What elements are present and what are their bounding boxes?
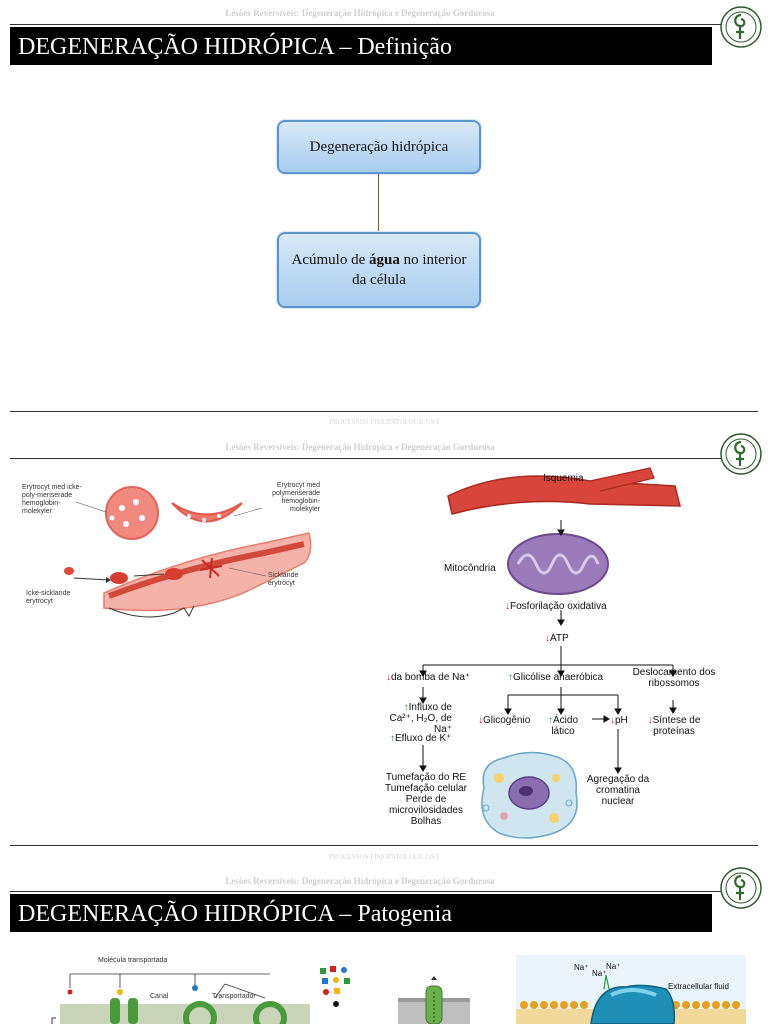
- slide-footer: PROCESSOS FISIOPATOLOGICOS I: [329, 853, 439, 861]
- label-extracellular: Extracellular fluid: [668, 982, 729, 991]
- label-molecula: Molécula transportada: [98, 957, 168, 964]
- label-sintese: ↓Síntese de proteínas: [647, 715, 701, 737]
- university-seal-icon: [720, 867, 762, 909]
- text-glicogenio: Glicogênio: [483, 715, 531, 726]
- text-bomba: da bomba de Na⁺: [391, 672, 471, 683]
- concept-box-top: Degeneração hidrópica: [277, 120, 481, 174]
- label-canal: Canal: [150, 993, 169, 1000]
- slide-header: Lesões Reversíveis: Degeneração Hidrópic…: [225, 8, 495, 18]
- label-bomba: ↓da bomba de Na⁺: [386, 672, 471, 683]
- label-glicolise: ↑Glicólise anaeróbica: [508, 672, 604, 683]
- label-fosforilacao: ↓Fosforilação oxidativa: [505, 601, 607, 612]
- label-glicogenio: ↓Glicogênio: [478, 715, 531, 726]
- ischemia-flow-illustration: [447, 467, 681, 595]
- concept-box-bottom-label: Acúmulo de água no interior da célula: [289, 250, 469, 290]
- label-non-sickling: Icke-sicklande erytrocyt: [26, 590, 71, 605]
- flow-connectors: [419, 520, 677, 774]
- text-influxo: Influxo de Ca²⁺, H₂O, de Na⁺: [389, 702, 452, 735]
- molecules-cluster-icon: [320, 966, 350, 1007]
- slide-footer: PROCESSOS FISIOPATOLOGICOS I: [329, 418, 439, 426]
- label-na-3: Na⁺: [606, 962, 621, 971]
- label-agregacao: Agregação da cromatina nuclear: [586, 774, 650, 807]
- label-sickling: Sicklande erytrocyt: [268, 572, 299, 587]
- text-sintese: Síntese de proteínas: [652, 715, 701, 737]
- text-atp: ATP: [550, 633, 569, 644]
- label-non-polymerized: Erytrocyt med icke-poly-meriserade hemog…: [22, 484, 82, 515]
- label-acido: ↑Ácido lático: [547, 715, 578, 737]
- channel-protein-figure: [398, 976, 470, 1024]
- sickle-cell-illustration: [64, 486, 312, 618]
- text-fosforilacao: Fosforilação oxidativa: [510, 601, 607, 612]
- label-na-1: Na⁺: [574, 963, 589, 972]
- sodium-pump-figure: [516, 955, 746, 1024]
- swollen-cell-illustration: [481, 751, 578, 839]
- slide-header: Lesões Reversíveis: Degeneração Hidrópic…: [225, 442, 495, 452]
- university-seal-icon: [720, 6, 762, 48]
- footer-divider: [10, 411, 758, 412]
- membrane-transport-figure: [51, 973, 310, 1024]
- concept-box-top-label: Degeneração hidrópica: [309, 138, 449, 155]
- header-divider: [10, 24, 758, 25]
- text-pre: Acúmulo de: [291, 252, 369, 268]
- label-efluxo: ↑Efluxo de K⁺: [390, 733, 452, 744]
- slide-title: DEGENERAÇÃO HIDRÓPICA – Definição: [10, 27, 712, 65]
- header-divider: [10, 458, 758, 459]
- text-post: no interior da célula: [352, 252, 467, 288]
- label-influxo: ↑Influxo de Ca²⁺, H₂O, de Na⁺: [389, 702, 452, 735]
- header-divider: [10, 891, 758, 892]
- label-deslocamento: Deslocamento dos ribossomos: [632, 667, 716, 689]
- label-ph: ↓pH: [610, 715, 628, 726]
- connector-line: [378, 174, 379, 232]
- label-transportador: Transportador: [212, 993, 256, 1000]
- label-na-2: Na⁺: [592, 969, 607, 978]
- label-atp: ↓ATP: [545, 633, 569, 644]
- label-tumefacao: Tumefação do RE Tumefação celular Perde …: [385, 772, 467, 827]
- slide-header: Lesões Reversíveis: Degeneração Hidrópic…: [225, 876, 495, 886]
- text-efluxo: Efluxo de K⁺: [395, 733, 452, 744]
- text-ph: pH: [615, 715, 628, 726]
- footer-divider: [10, 845, 758, 846]
- label-isquemia: Isquemia: [543, 473, 584, 484]
- label-mitocondria: Mitocôndria: [444, 563, 496, 574]
- university-seal-icon: [720, 433, 762, 475]
- label-polymerized: Erytrocyt med polymeriserade hemoglobin-…: [272, 482, 320, 513]
- text-acido: Ácido lático: [551, 715, 578, 737]
- text-bold: água: [368, 252, 400, 268]
- slide-title: DEGENERAÇÃO HIDRÓPICA – Patogenia: [10, 894, 712, 932]
- text-glicolise: Glicólise anaeróbica: [513, 672, 604, 683]
- concept-box-bottom: Acúmulo de água no interior da célula: [277, 232, 481, 308]
